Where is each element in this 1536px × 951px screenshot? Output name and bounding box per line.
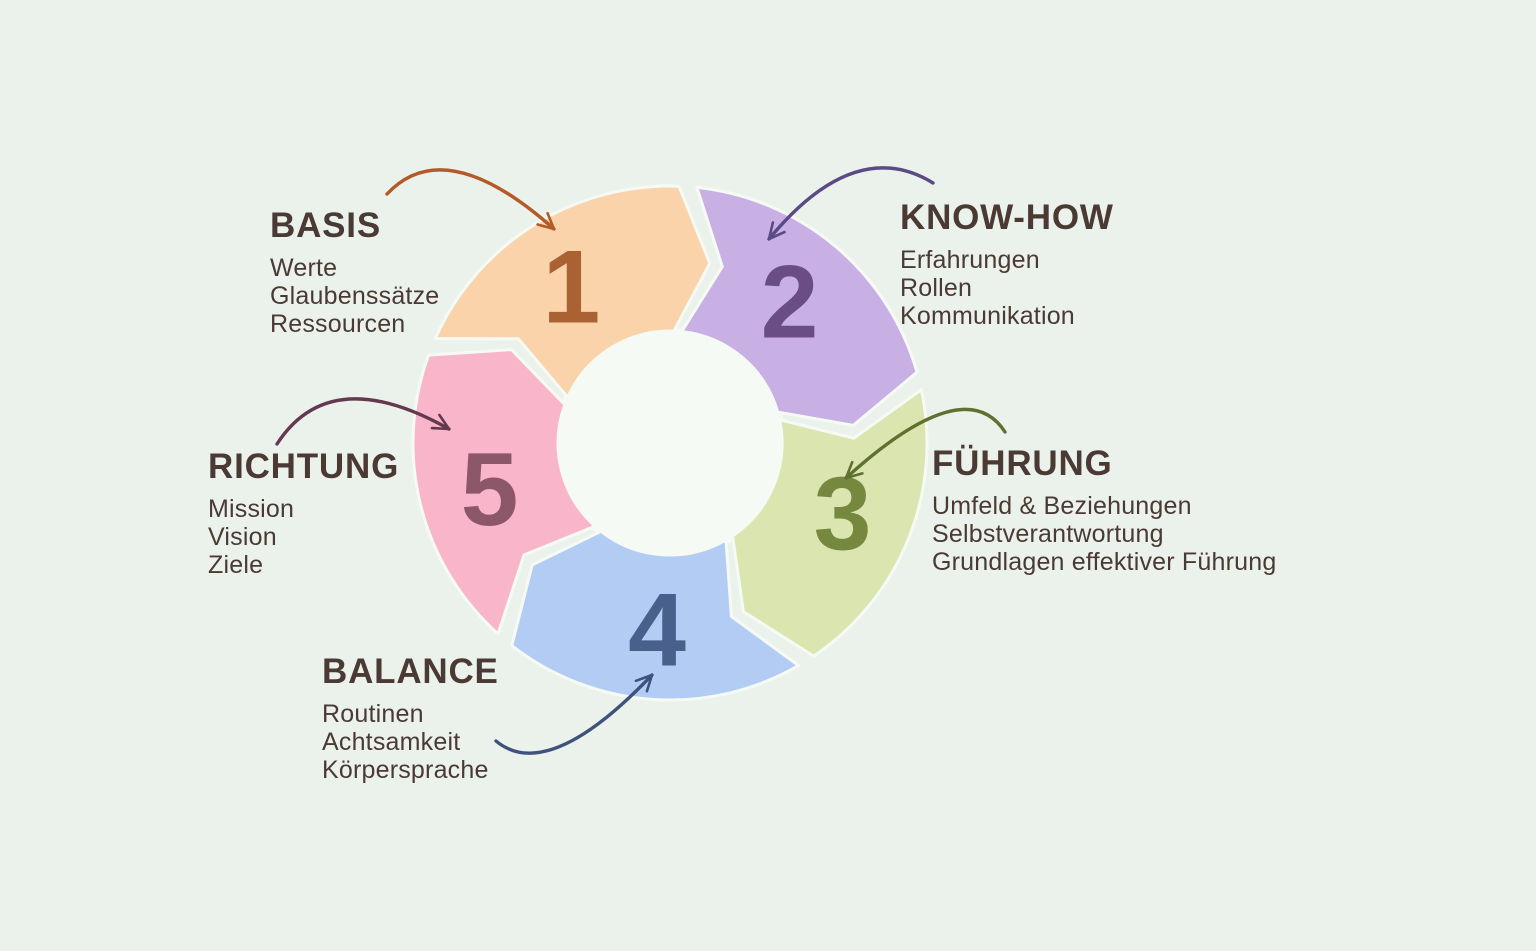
center-hole xyxy=(554,327,786,559)
segment-3 xyxy=(731,388,929,658)
section-know-how-item-3: Kommunikation xyxy=(900,302,1075,330)
section-know-how-item-2: Rollen xyxy=(900,274,973,302)
arrow-to-segment-1-icon xyxy=(385,168,556,231)
section-balance: BALANCE Routinen Achtsamkeit Körpersprac… xyxy=(322,652,499,784)
section-fuehrung-title: FÜHRUNG xyxy=(932,444,1113,483)
section-balance-item-2: Achtsamkeit xyxy=(322,728,461,756)
section-basis-item-1: Werte xyxy=(270,254,338,282)
section-know-how-title: KNOW-HOW xyxy=(900,198,1114,237)
segment-1 xyxy=(433,184,712,399)
segment-number-4: 4 xyxy=(628,573,686,689)
section-fuehrung-item-1: Umfeld & Beziehungen xyxy=(932,492,1192,520)
segment-4 xyxy=(510,529,800,702)
section-balance-title: BALANCE xyxy=(322,652,499,691)
segment-number-2: 2 xyxy=(761,245,819,361)
section-basis-item-3: Ressourcen xyxy=(270,310,406,338)
segment-2 xyxy=(680,185,919,427)
arrow-to-segment-3-icon xyxy=(844,407,1007,480)
section-richtung-item-3: Ziele xyxy=(208,551,264,579)
section-know-how-item-1: Erfahrungen xyxy=(900,246,1040,274)
arrow-to-segment-4-icon xyxy=(494,673,654,755)
arrow-to-segment-5-icon xyxy=(275,397,451,446)
section-balance-item-3: Körpersprache xyxy=(322,756,489,784)
segment-5 xyxy=(411,348,597,636)
section-know-how: KNOW-HOW Erfahrungen Rollen Kommunikatio… xyxy=(900,198,1114,330)
segment-number-5: 5 xyxy=(461,432,519,548)
section-basis-item-2: Glaubenssätze xyxy=(270,282,440,310)
section-richtung-item-1: Mission xyxy=(208,495,295,523)
section-balance-item-1: Routinen xyxy=(322,700,424,728)
section-richtung: RICHTUNG Mission Vision Ziele xyxy=(208,447,399,579)
segment-number-1: 1 xyxy=(542,229,600,345)
section-basis: BASIS Werte Glaubenssätze Ressourcen xyxy=(270,206,439,338)
section-fuehrung-item-3: Grundlagen effektiver Führung xyxy=(932,548,1277,576)
section-fuehrung-item-2: Selbstverantwortung xyxy=(932,520,1164,548)
arrow-to-segment-2-icon xyxy=(767,166,935,241)
section-richtung-item-2: Vision xyxy=(208,523,277,551)
segment-number-3: 3 xyxy=(814,457,872,573)
section-fuehrung: FÜHRUNG Umfeld & Beziehungen Selbstveran… xyxy=(932,444,1276,576)
section-basis-title: BASIS xyxy=(270,206,381,245)
section-richtung-title: RICHTUNG xyxy=(208,447,400,486)
